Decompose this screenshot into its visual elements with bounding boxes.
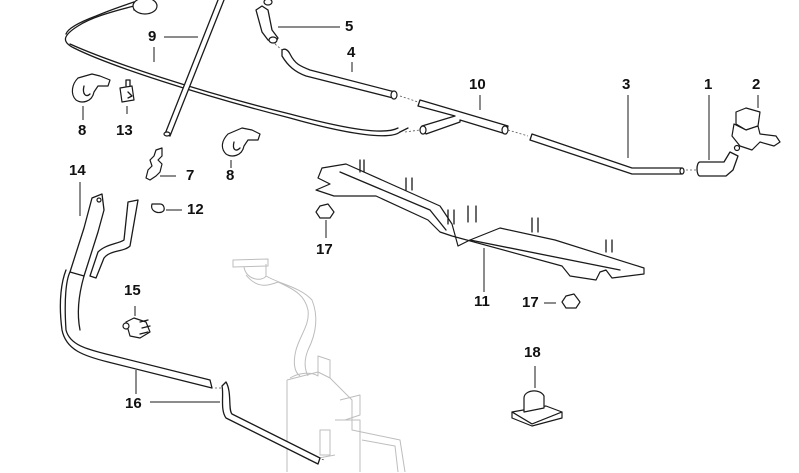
callout-8a: 8 [78,122,87,139]
washer-pump-2 [731,107,781,152]
hose-9 [64,0,409,137]
callout-16: 16 [125,395,142,412]
callout-7: 7 [186,167,195,184]
clip-nut-17-right [561,293,581,309]
t-piece-10 [417,99,509,135]
hose-clip-8-center [221,127,261,157]
callout-1: 1 [704,76,713,93]
callout-8b: 8 [226,167,235,184]
hose-clip-8-left [71,73,111,103]
clip-nut-17-left [315,203,335,219]
callout-11: 11 [474,293,490,310]
callout-17a: 17 [316,241,333,258]
hose-assembly-14 [59,193,321,465]
callout-13: 13 [116,122,133,139]
callout-5: 5 [345,18,354,35]
hose-4 [281,48,398,100]
mounting-bracket-11 [315,159,645,281]
callout-3: 3 [622,76,631,93]
holder-clip-13 [119,79,135,103]
callout-14: 14 [69,162,86,179]
washer-reservoir-ghost [232,258,406,473]
leader-lines [79,26,759,403]
callout-12: 12 [187,201,204,218]
callout-18: 18 [524,344,541,361]
callout-4: 4 [347,44,356,61]
hose-5 [255,0,279,44]
hose-ring-12 [151,203,165,214]
callout-15: 15 [124,282,141,299]
callout-9: 9 [148,28,157,45]
cable-clip-15 [122,317,151,339]
connector-7 [145,147,163,181]
hose-holder-18 [511,390,563,427]
hose-1 [696,151,739,177]
callout-17b: 17 [522,294,539,311]
callout-10: 10 [469,76,486,93]
callout-2: 2 [752,76,761,93]
hose-3 [529,133,685,175]
